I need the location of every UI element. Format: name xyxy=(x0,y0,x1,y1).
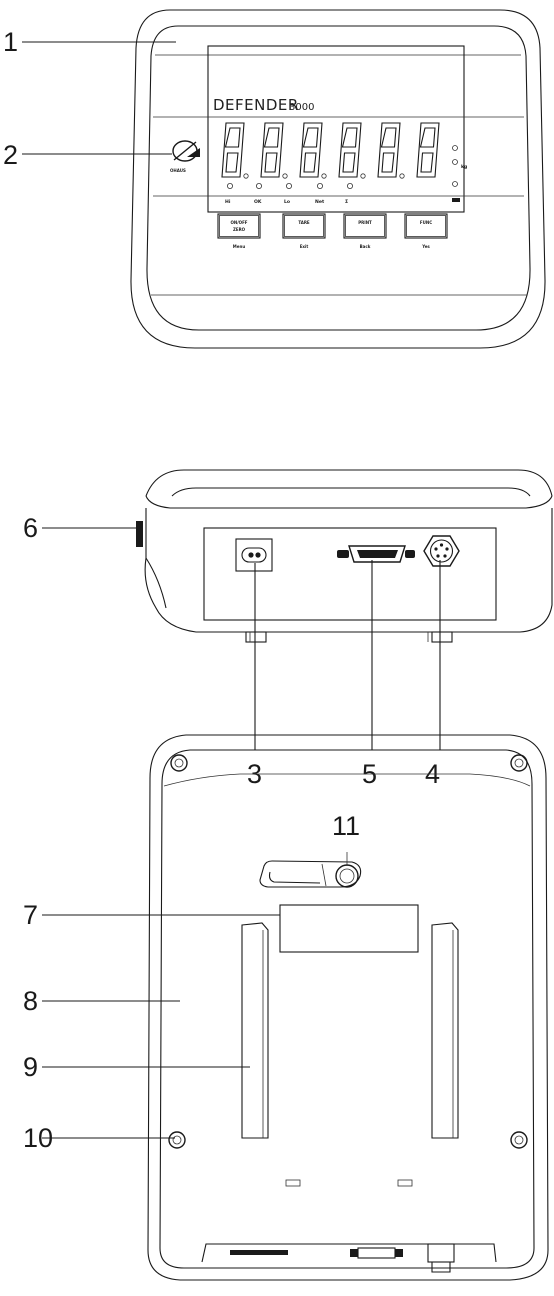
status-dot xyxy=(316,182,323,189)
key-button[interactable]: TARE Exit xyxy=(282,213,326,249)
status-label: Hi xyxy=(225,199,231,205)
svg-text:7: 7 xyxy=(23,900,38,930)
indicator-dot xyxy=(452,145,458,151)
power-socket-icon xyxy=(235,538,273,572)
status-label: Lo xyxy=(284,199,290,205)
callout-11: 11 xyxy=(332,811,360,841)
key-menu-label: Back xyxy=(360,244,371,249)
status-dot xyxy=(255,182,262,189)
brand-name: DEFENDER xyxy=(213,96,299,114)
bottom-view xyxy=(147,734,549,1281)
key-primary-label: FUNC xyxy=(420,220,432,225)
side-view xyxy=(136,469,553,643)
callout-10: 10 xyxy=(23,1123,175,1153)
callout-5: 5 xyxy=(362,560,377,789)
key-button[interactable]: ON/OFF ZERO Menu xyxy=(217,213,261,249)
indicator-dot xyxy=(452,159,458,165)
callout-3: 3 xyxy=(247,563,262,789)
status-label: Σ xyxy=(345,199,348,205)
svg-text:9: 9 xyxy=(23,1052,38,1082)
status-dot xyxy=(226,182,233,189)
status-indicators: Hi OK Lo Net Σ xyxy=(225,182,353,205)
status-label: OK xyxy=(254,199,262,205)
ohaus-logo-icon: OHAUS xyxy=(170,140,200,173)
callout-4: 4 xyxy=(425,560,441,789)
svg-text:1: 1 xyxy=(3,27,18,57)
key-secondary-label: ZERO xyxy=(233,227,246,232)
callout-6: 6 xyxy=(23,513,136,543)
callout-8: 8 xyxy=(23,986,180,1016)
status-dot xyxy=(285,182,292,189)
decimal-point xyxy=(243,173,249,179)
unit-label-kg: kg xyxy=(461,164,467,170)
serial-port-icon xyxy=(337,545,415,563)
callout-1: 1 xyxy=(3,27,176,57)
key-menu-label: Menu xyxy=(233,244,246,249)
key-primary-label: ON/OFF xyxy=(230,220,247,225)
digit-3 xyxy=(299,122,327,179)
status-label: Net xyxy=(315,199,325,205)
callout-9: 9 xyxy=(23,1052,250,1082)
svg-text:2: 2 xyxy=(3,140,18,170)
svg-text:6: 6 xyxy=(23,513,38,543)
digit-6 xyxy=(416,122,440,178)
key-button[interactable]: FUNC Yes xyxy=(404,213,448,249)
decimal-point xyxy=(282,173,288,179)
key-primary-label: TARE xyxy=(298,220,310,225)
svg-text:8: 8 xyxy=(23,986,38,1016)
decimal-point xyxy=(399,173,405,179)
digit-display xyxy=(221,122,440,179)
corner-screw-icon xyxy=(170,754,188,772)
corner-screw-icon xyxy=(168,1131,186,1149)
key-button[interactable]: PRINT Back xyxy=(343,213,387,249)
corner-screw-icon xyxy=(510,754,528,772)
decimal-point xyxy=(360,173,366,179)
load-cell-connector-icon xyxy=(423,535,460,567)
brand-model: 3000 xyxy=(289,102,314,113)
status-dot xyxy=(346,182,353,189)
key-primary-label: PRINT xyxy=(358,220,372,225)
digit-1 xyxy=(221,122,249,179)
keypad: ON/OFF ZERO Menu TARE Exit PRINT Back FUNC Yes xyxy=(217,213,448,249)
key-menu-label: Yes xyxy=(421,244,430,249)
key-menu-label: Exit xyxy=(300,244,309,249)
front-view: DEFENDER 3000 OHAUS kg Hi OK Lo Net Σ ON/OFF… xyxy=(130,9,546,349)
decimal-point xyxy=(321,173,327,179)
center-screw-icon xyxy=(335,852,359,888)
corner-screw-icon xyxy=(510,1131,528,1149)
callout-7: 7 xyxy=(23,900,280,930)
digit-2 xyxy=(260,122,288,179)
callout-2: 2 xyxy=(3,140,172,170)
indicator-dot xyxy=(452,181,458,187)
digit-5 xyxy=(377,122,405,179)
svg-text:11: 11 xyxy=(332,811,360,841)
logo-text: OHAUS xyxy=(170,168,186,173)
digit-4 xyxy=(338,122,366,179)
